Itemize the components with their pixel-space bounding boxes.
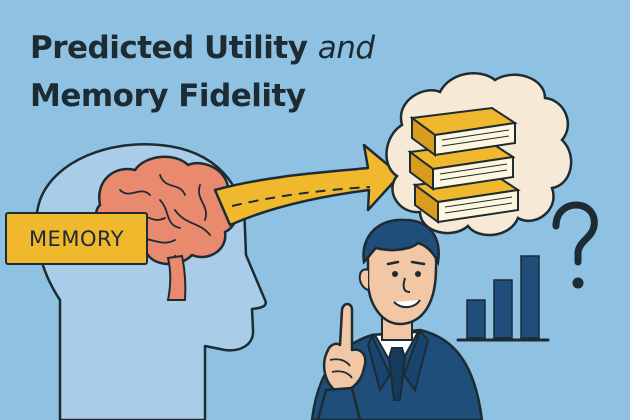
question-mark-icon bbox=[552, 201, 598, 289]
businessman-icon bbox=[310, 218, 484, 420]
memory-label: MEMORY bbox=[5, 212, 148, 265]
title-line-1: Predicted Utility and bbox=[30, 24, 375, 72]
title-line-1-bold: Predicted Utility bbox=[30, 30, 308, 66]
title-line-2: Memory Fidelity bbox=[30, 78, 306, 114]
book-stack-icon bbox=[407, 106, 521, 224]
title-line-1-italic: and bbox=[317, 30, 375, 66]
arrow-right-icon bbox=[213, 143, 402, 227]
bar-chart-icon bbox=[456, 255, 550, 342]
page-title: Predicted Utility and Memory Fidelity bbox=[30, 24, 375, 120]
